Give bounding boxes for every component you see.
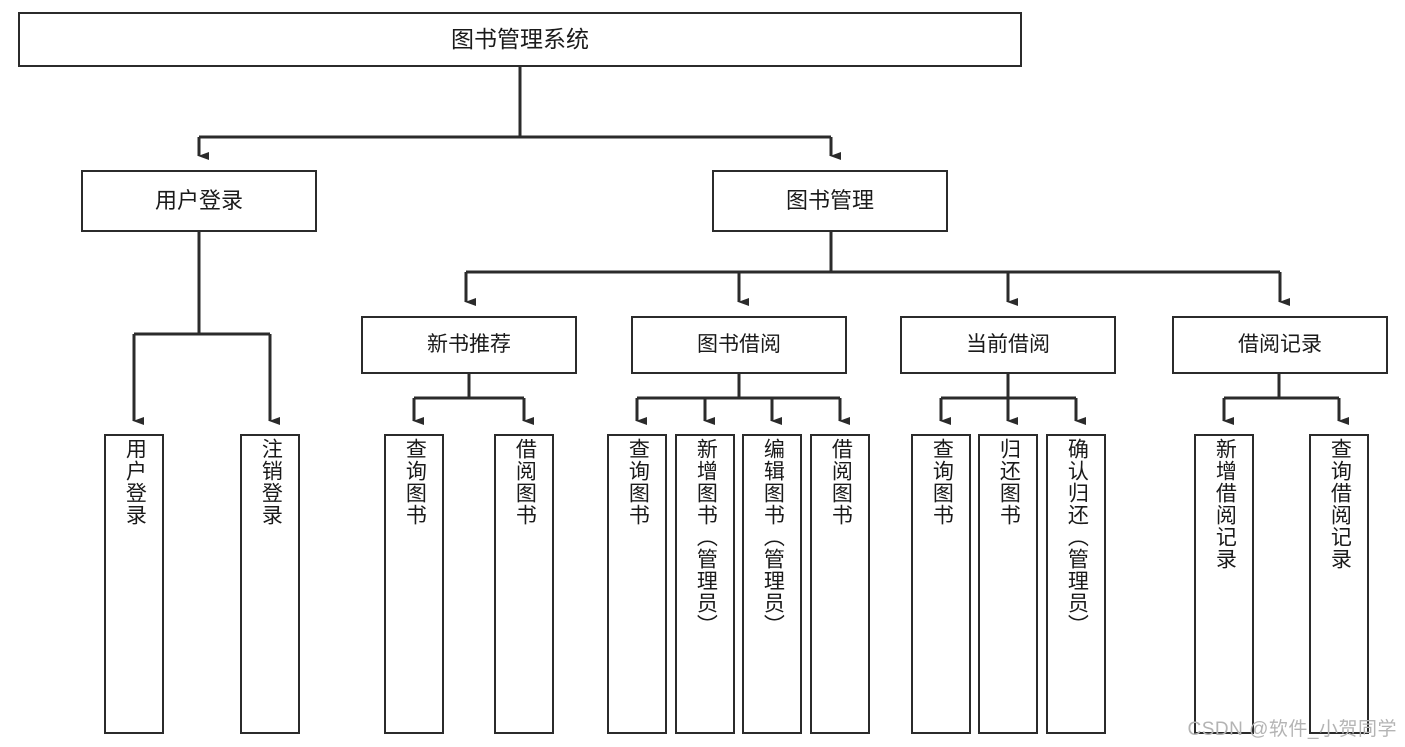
node-borrow-record-label: 借阅记录 xyxy=(1238,332,1322,356)
leaf-label: 用户登录 xyxy=(123,438,147,526)
leaf-label: 确认归还（管理员） xyxy=(1065,438,1089,636)
leaf-borrow-query[interactable]: 查询图书 xyxy=(607,434,667,734)
leaf-label: 查询借阅记录 xyxy=(1328,438,1352,570)
leaf-borrow-borrow-book[interactable]: 借阅图书 xyxy=(810,434,870,734)
leaf-current-query[interactable]: 查询图书 xyxy=(911,434,971,734)
node-book-borrow[interactable]: 图书借阅 xyxy=(631,316,847,374)
leaf-label: 借阅图书 xyxy=(829,438,853,526)
leaf-new-book-query[interactable]: 查询图书 xyxy=(384,434,444,734)
node-root-label: 图书管理系统 xyxy=(451,25,589,52)
node-current-borrow-label: 当前借阅 xyxy=(966,332,1050,356)
node-current-borrow[interactable]: 当前借阅 xyxy=(900,316,1116,374)
leaf-current-confirm-return[interactable]: 确认归还（管理员） xyxy=(1046,434,1106,734)
leaf-label: 新增图书（管理员） xyxy=(694,438,718,636)
node-root[interactable]: 图书管理系统 xyxy=(18,12,1022,67)
node-book-management-label: 图书管理 xyxy=(785,188,874,214)
node-user-login-label: 用户登录 xyxy=(154,188,243,214)
node-book-borrow-label: 图书借阅 xyxy=(697,332,781,356)
leaf-record-add[interactable]: 新增借阅记录 xyxy=(1194,434,1254,734)
leaf-borrow-add-book[interactable]: 新增图书（管理员） xyxy=(675,434,735,734)
leaf-label: 查询图书 xyxy=(403,438,427,526)
node-new-book-recommend[interactable]: 新书推荐 xyxy=(361,316,577,374)
leaf-current-return[interactable]: 归还图书 xyxy=(978,434,1038,734)
node-new-book-recommend-label: 新书推荐 xyxy=(427,332,511,356)
leaf-user-login-login[interactable]: 用户登录 xyxy=(104,434,164,734)
leaf-new-book-borrow[interactable]: 借阅图书 xyxy=(494,434,554,734)
leaf-user-login-logout[interactable]: 注销登录 xyxy=(240,434,300,734)
node-borrow-record[interactable]: 借阅记录 xyxy=(1172,316,1388,374)
leaf-label: 查询图书 xyxy=(930,438,954,526)
leaf-borrow-edit-book[interactable]: 编辑图书（管理员） xyxy=(742,434,802,734)
leaf-label: 查询图书 xyxy=(626,438,650,526)
leaf-label: 编辑图书（管理员） xyxy=(761,438,785,636)
node-user-login[interactable]: 用户登录 xyxy=(81,170,317,232)
leaf-label: 注销登录 xyxy=(259,438,283,526)
leaf-label: 新增借阅记录 xyxy=(1213,438,1237,570)
leaf-record-query[interactable]: 查询借阅记录 xyxy=(1309,434,1369,734)
leaf-label: 归还图书 xyxy=(997,438,1021,526)
node-book-management[interactable]: 图书管理 xyxy=(712,170,948,232)
leaf-label: 借阅图书 xyxy=(513,438,537,526)
